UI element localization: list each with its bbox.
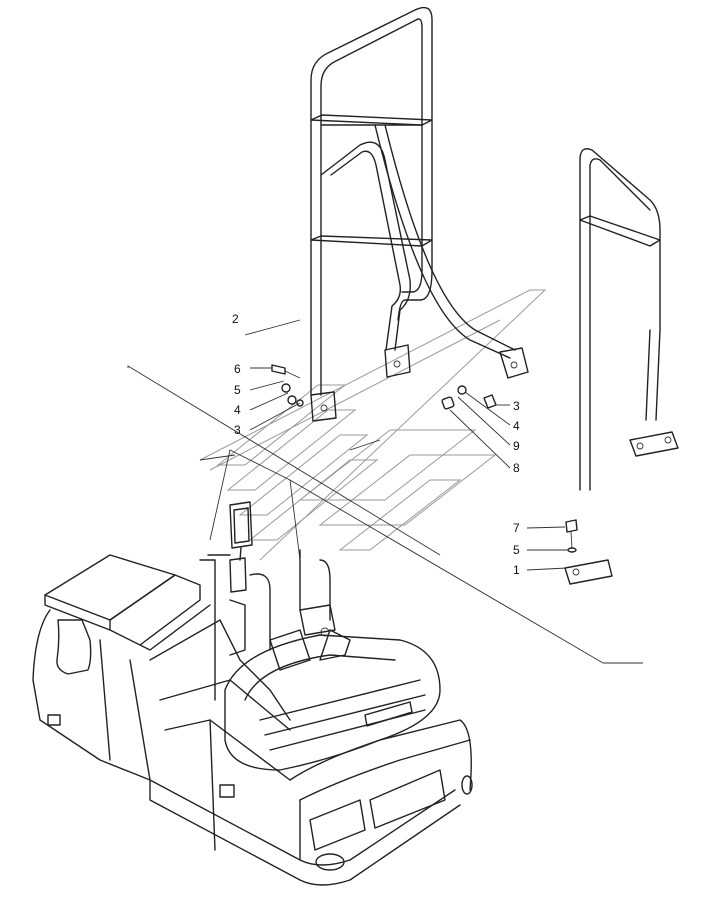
- callout-4: 4: [234, 403, 241, 417]
- callout-4-right: 4: [513, 419, 520, 433]
- callout-labels: 2 6 5 4 3 3 4 9 8 7 5 1: [232, 312, 520, 577]
- callout-9: 9: [513, 439, 520, 453]
- callout-leaders: [244, 319, 568, 571]
- fastener-hardware: [271, 364, 497, 451]
- callout-1: 1: [513, 563, 520, 577]
- watermark-logo: [199, 289, 547, 561]
- callout-3-right: 3: [513, 399, 520, 413]
- main-handrail: [310, 6, 529, 422]
- callout-6: 6: [234, 362, 241, 376]
- callout-2: 2: [232, 312, 239, 326]
- callout-8: 8: [513, 461, 520, 475]
- excavator-body: [32, 501, 473, 886]
- callout-3: 3: [234, 423, 241, 437]
- callout-5-right: 5: [513, 543, 520, 557]
- side-handrail: [564, 148, 679, 585]
- callout-5: 5: [234, 383, 241, 397]
- callout-7: 7: [513, 521, 520, 535]
- leader-lines: [127, 365, 643, 664]
